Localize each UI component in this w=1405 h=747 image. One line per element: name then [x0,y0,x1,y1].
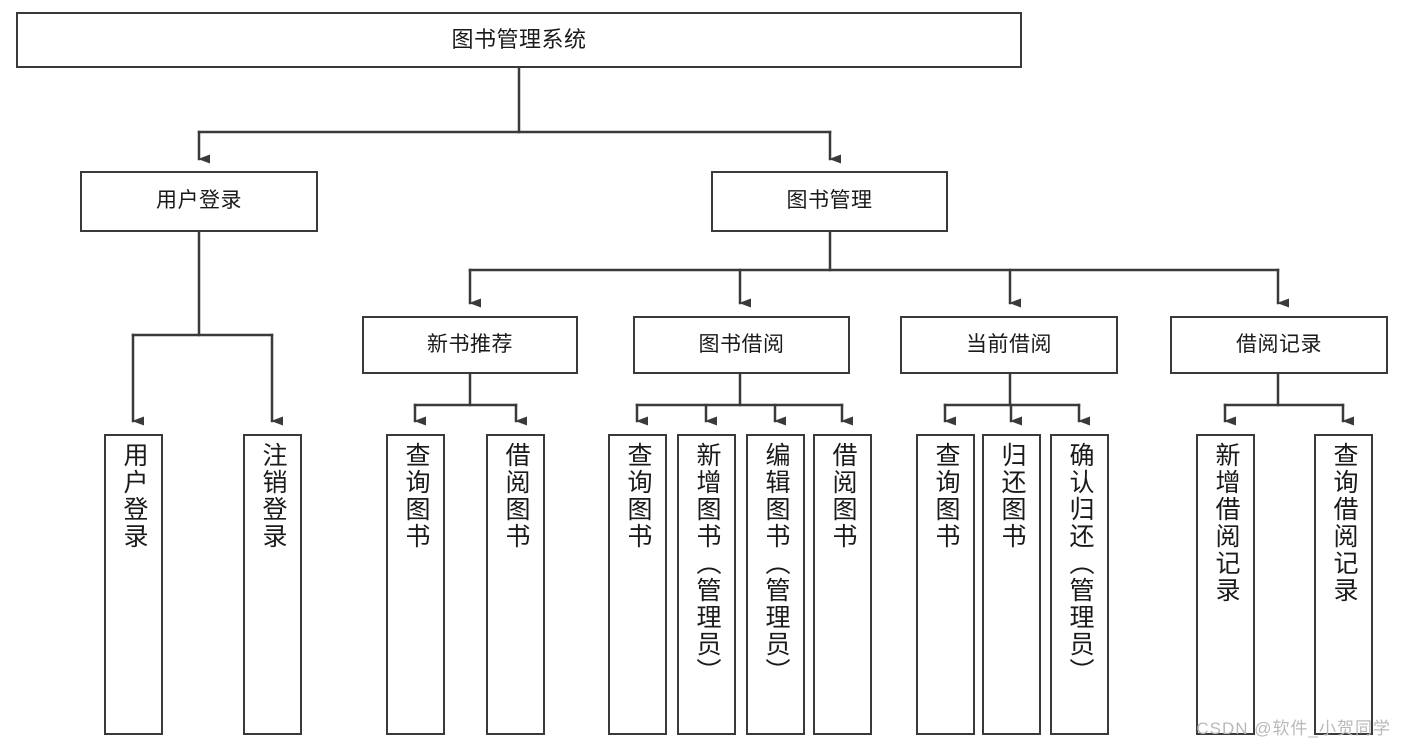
node-leaf-borrow-book-rec-label: 借阅图书 [502,442,530,550]
node-leaf-add-book[interactable]: 新增图书（管理员） [677,434,736,735]
node-book-manage-label: 图书管理 [786,189,873,213]
node-book-borrow[interactable]: 图书借阅 [633,316,850,374]
node-leaf-borrow-book-bb-label: 借阅图书 [829,442,857,550]
node-leaf-add-record-label: 新增借阅记录 [1212,442,1240,604]
node-leaf-logout[interactable]: 注销登录 [243,434,302,735]
node-current-borrow-label: 当前借阅 [966,332,1052,356]
node-leaf-confirm-return-label: 确认归还（管理员） [1066,442,1094,685]
node-leaf-query-book-cb-label: 查询图书 [932,442,960,550]
node-leaf-query-book-bb[interactable]: 查询图书 [608,434,667,735]
node-leaf-add-record[interactable]: 新增借阅记录 [1196,434,1255,735]
node-root[interactable]: 图书管理系统 [16,12,1022,68]
node-user-login[interactable]: 用户登录 [80,171,318,232]
node-leaf-return-book[interactable]: 归还图书 [982,434,1041,735]
node-leaf-return-book-label: 归还图书 [998,442,1026,550]
node-borrow-record-label: 借阅记录 [1236,332,1322,356]
node-leaf-borrow-book-bb[interactable]: 借阅图书 [813,434,872,735]
node-leaf-query-book-cb[interactable]: 查询图书 [916,434,975,735]
node-leaf-borrow-book-rec[interactable]: 借阅图书 [486,434,545,735]
node-root-label: 图书管理系统 [451,27,587,53]
node-new-book-recommend[interactable]: 新书推荐 [362,316,578,374]
node-user-login-label: 用户登录 [156,189,242,213]
node-leaf-query-book-rec[interactable]: 查询图书 [386,434,445,735]
node-borrow-record[interactable]: 借阅记录 [1170,316,1388,374]
node-leaf-query-record-label: 查询借阅记录 [1330,442,1358,604]
node-book-manage[interactable]: 图书管理 [711,171,948,232]
node-current-borrow[interactable]: 当前借阅 [900,316,1118,374]
node-book-borrow-label: 图书借阅 [698,332,785,356]
watermark: CSDN @软件_小贺同学 [1196,719,1391,738]
node-new-book-recommend-label: 新书推荐 [427,332,513,356]
node-leaf-edit-book-label: 编辑图书（管理员） [762,442,790,685]
node-leaf-user-login-label: 用户登录 [120,442,148,550]
node-leaf-query-book-rec-label: 查询图书 [402,442,430,550]
node-leaf-query-book-bb-label: 查询图书 [624,442,652,550]
node-leaf-query-record[interactable]: 查询借阅记录 [1314,434,1373,735]
node-leaf-edit-book[interactable]: 编辑图书（管理员） [746,434,805,735]
node-leaf-logout-label: 注销登录 [259,442,287,550]
node-leaf-confirm-return[interactable]: 确认归还（管理员） [1050,434,1109,735]
node-leaf-user-login[interactable]: 用户登录 [104,434,163,735]
node-leaf-add-book-label: 新增图书（管理员） [693,442,721,685]
